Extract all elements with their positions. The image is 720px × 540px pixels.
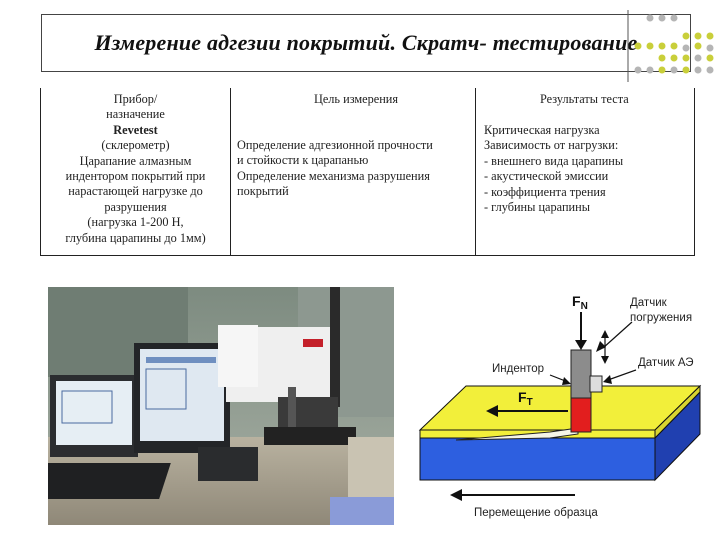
device-name: Revetest (113, 122, 158, 137)
device-line: глубина царапины до 1мм) (65, 230, 206, 245)
scratch-test-diagram: FN FT Датчик погружения Индентор Датчик … (418, 293, 702, 519)
info-table: Прибор/ назначение Revetest (склерометр)… (40, 88, 695, 256)
purpose-header: Цель измерения (313, 92, 399, 106)
purpose-line: Определение механизма разрушения (237, 168, 430, 183)
purpose-column: Цель измерения Определение адгезионной п… (231, 88, 476, 255)
corner-dots-decoration (627, 10, 714, 82)
blue-rectangle (330, 497, 394, 525)
results-column: Результаты теста Критическая нагрузка За… (476, 88, 694, 255)
results-line: - акустической эмиссии (484, 169, 609, 184)
results-line: - глубины царапины (484, 200, 590, 215)
results-line: Зависимость от нагрузки: (484, 138, 619, 153)
results-line: Критическая нагрузка (484, 123, 600, 137)
purpose-line: и стойкости к царапанью (237, 153, 369, 168)
page-title: Измерение адгезии покрытий. Скратч- тест… (94, 30, 638, 55)
sample-move-label: Перемещение образца (474, 507, 598, 519)
results-header: Результаты теста (540, 92, 629, 106)
title-box: Измерение адгезии покрытий. Скратч- тест… (41, 14, 691, 72)
device-line: индентором покрытий при (65, 169, 206, 184)
immersion-sensor-label-2: погружения (630, 312, 692, 324)
device-header-line-2: назначение (106, 107, 165, 122)
ae-sensor-label: Датчик АЭ (638, 357, 694, 369)
device-column: Прибор/ назначение Revetest (склерометр)… (41, 88, 231, 255)
purpose-line: Определение адгезионной прочности (237, 138, 433, 152)
device-line: Царапание алмазным (79, 153, 192, 168)
results-line: - коэффициента трения (484, 184, 606, 199)
purpose-line: покрытий (237, 184, 289, 199)
indenter-label: Индентор (492, 363, 544, 375)
device-header-line-1: Прибор/ (113, 92, 158, 106)
device-line: (склерометр) (101, 138, 170, 153)
fn-label: FN (572, 293, 588, 312)
ft-label: FT (518, 389, 533, 408)
results-line: - внешнего вида царапины (484, 153, 624, 168)
immersion-sensor-label-1: Датчик (630, 297, 668, 309)
device-line: нарастающей нагрузке до (68, 184, 203, 199)
device-line: (нагрузка 1-200 Н, (87, 215, 184, 230)
device-line: разрушения (104, 199, 167, 214)
lab-equipment-photo (48, 287, 394, 525)
